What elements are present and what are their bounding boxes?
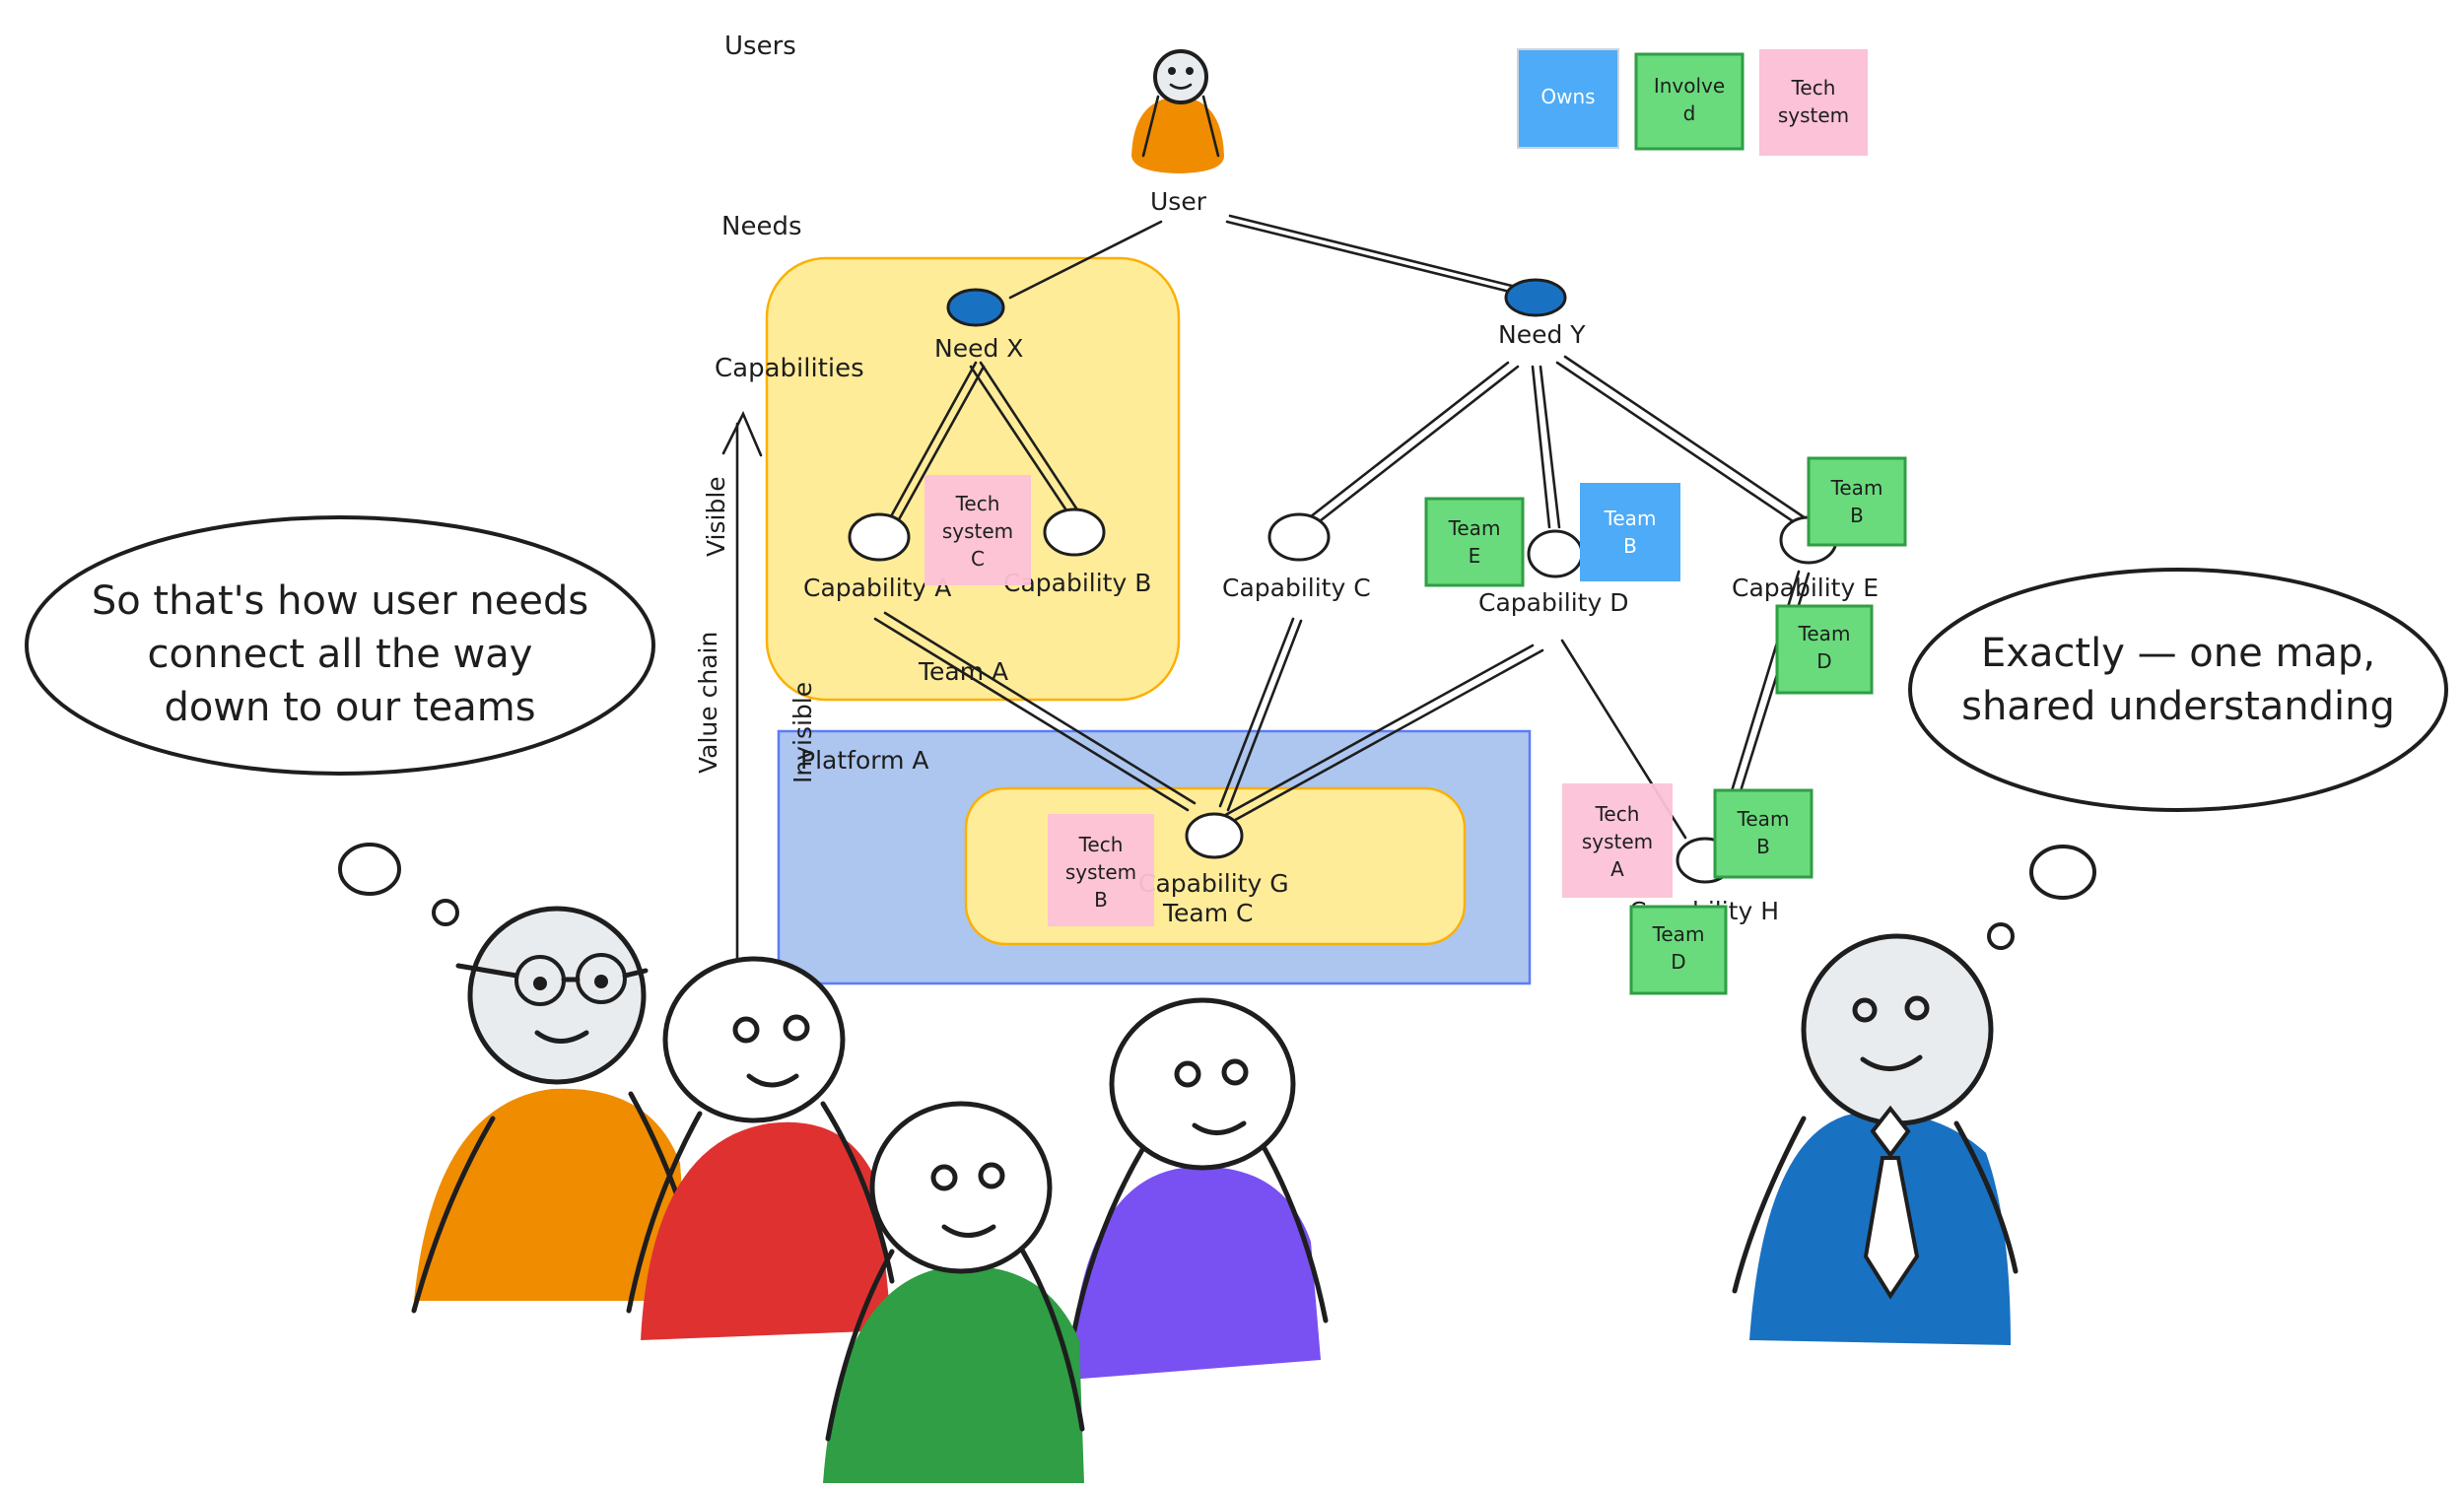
svg-text:system: system <box>942 519 1013 543</box>
invisible-label: Invisible <box>788 682 817 783</box>
value-chain-label: Value chain <box>694 632 722 774</box>
legend-involved: Involve d <box>1634 52 1745 151</box>
capability-b-node[interactable] <box>1043 508 1106 557</box>
capability-c-node[interactable] <box>1267 512 1331 562</box>
left-bubble-line-1: So that's how user needs <box>92 578 588 624</box>
team-a-label: Team A <box>918 657 1008 686</box>
person-red <box>626 956 895 1340</box>
left-thought-bubble: So that's how user needs connect all the… <box>25 515 655 926</box>
right-bubble-line-1: Exactly — one map, <box>1981 631 2375 676</box>
team-b-capability-h-sticky[interactable]: Team B <box>1713 788 1814 879</box>
legend-tech-system: Tech system <box>1759 49 1868 156</box>
capability-d-label: Capability D <box>1478 588 1628 617</box>
svg-text:C: C <box>971 547 985 571</box>
team-b-owner-sticky[interactable]: Team B <box>1580 483 1680 581</box>
need-x-node[interactable] <box>946 288 1005 327</box>
value-chain-axis <box>721 410 763 963</box>
platform-a-label: Platform A <box>800 746 928 775</box>
person-orange-glasses <box>411 906 705 1314</box>
need-x-label: Need X <box>934 334 1023 363</box>
user-label: User <box>1150 187 1207 216</box>
svg-text:B: B <box>1623 534 1637 558</box>
need-y-label: Need Y <box>1498 320 1586 349</box>
person-purple <box>1069 997 1329 1380</box>
svg-text:Tech: Tech <box>1595 802 1640 826</box>
svg-text:system: system <box>1582 830 1653 853</box>
svg-text:system: system <box>1065 860 1136 884</box>
left-bubble-line-2: connect all the way <box>148 632 533 677</box>
capability-d-node[interactable] <box>1527 529 1584 578</box>
visible-label: Visible <box>702 476 730 557</box>
team-e-sticky[interactable]: Team E <box>1424 497 1525 587</box>
svg-text:E: E <box>1469 544 1481 568</box>
svg-text:system: system <box>1778 103 1849 127</box>
svg-text:Tech: Tech <box>955 492 1000 515</box>
team-d-capability-e-sticky[interactable]: Team D <box>1775 604 1874 695</box>
lane-capabilities-label: Capabilities <box>715 354 864 383</box>
map-connections <box>873 214 1811 844</box>
svg-text:B: B <box>1850 504 1864 527</box>
capability-c-label: Capability C <box>1222 574 1371 602</box>
lane-needs-label: Needs <box>721 212 802 241</box>
svg-text:Owns: Owns <box>1540 85 1595 108</box>
svg-text:Tech: Tech <box>1078 833 1124 856</box>
capability-a-node[interactable] <box>848 512 911 562</box>
left-bubble-line-3: down to our teams <box>164 685 535 730</box>
legend-owns: Owns <box>1517 48 1619 149</box>
svg-text:D: D <box>1671 950 1685 974</box>
svg-text:Team: Team <box>1652 922 1705 946</box>
team-b-capability-e-sticky[interactable]: Team B <box>1807 456 1907 547</box>
svg-text:Team: Team <box>1448 516 1501 540</box>
svg-text:Involve: Involve <box>1654 74 1725 98</box>
tech-system-c-sticky[interactable]: Tech system C <box>924 475 1031 585</box>
svg-text:Tech: Tech <box>1791 76 1836 100</box>
svg-text:Team: Team <box>1604 507 1657 530</box>
capability-e-label: Capability E <box>1732 574 1879 602</box>
right-thought-bubble: Exactly — one map, shared understanding <box>1908 568 2448 950</box>
svg-text:Team: Team <box>1830 476 1883 500</box>
person-blue-tie <box>1732 933 2019 1345</box>
svg-text:d: d <box>1683 102 1696 125</box>
need-y-node[interactable] <box>1504 278 1567 317</box>
svg-text:D: D <box>1816 649 1831 673</box>
tech-system-b-sticky[interactable]: Tech system B <box>1048 814 1154 926</box>
user-icon <box>1131 49 1224 173</box>
right-bubble-line-2: shared understanding <box>1961 684 2395 729</box>
svg-text:B: B <box>1756 835 1770 858</box>
team-d-capability-h-sticky[interactable]: Team D <box>1629 905 1728 995</box>
person-green <box>823 1101 1085 1483</box>
lane-users-label: Users <box>724 32 796 61</box>
team-c-label: Team C <box>1162 899 1253 927</box>
capability-g-node[interactable] <box>1185 812 1244 859</box>
svg-text:Team: Team <box>1737 807 1790 831</box>
svg-text:A: A <box>1610 857 1624 881</box>
svg-text:Team: Team <box>1798 622 1851 645</box>
tech-system-a-sticky[interactable]: Tech system A <box>1562 783 1673 898</box>
capability-g-label: Capability G <box>1138 869 1289 898</box>
svg-text:B: B <box>1094 888 1108 912</box>
